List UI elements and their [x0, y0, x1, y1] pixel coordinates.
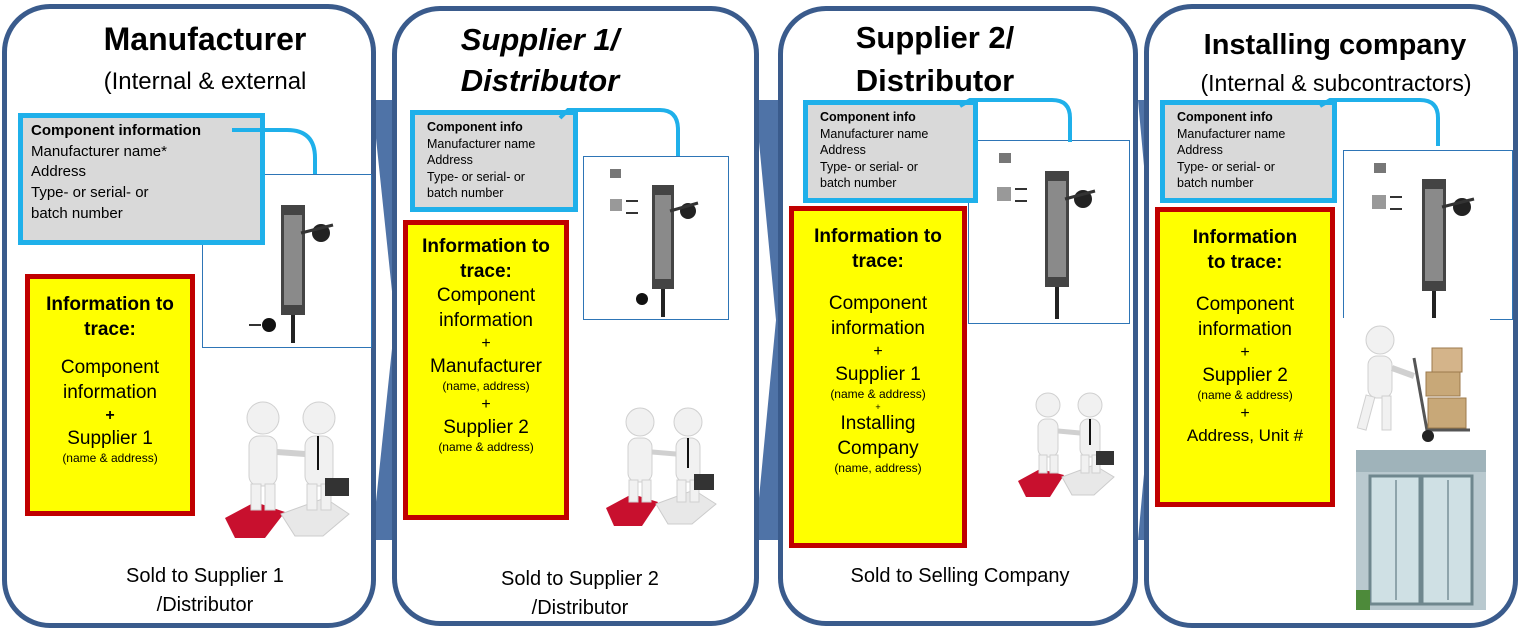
sold-line: Sold to Supplier 2	[501, 568, 659, 590]
info-connector-line	[958, 98, 1072, 142]
trace-line: (name, address)	[442, 379, 530, 394]
sold-line: /Distributor	[531, 597, 629, 619]
trace-line: (name & address)	[438, 440, 534, 455]
trace-line: information	[831, 318, 925, 340]
trace-heading: Information to trace:	[46, 294, 174, 340]
info-line: Manufacturer name*	[31, 142, 167, 160]
trace-line: +	[875, 401, 881, 412]
lock-mechanism-icon	[997, 153, 1096, 319]
info-line: batch number	[31, 204, 123, 222]
lock-mechanism-icon	[610, 169, 699, 317]
info-line: Address	[820, 143, 866, 157]
component-image-frame	[583, 156, 729, 320]
info-line: Manufacturer name	[1177, 126, 1286, 141]
trace-line: Supplier 1	[67, 427, 153, 449]
trace-info-box: Information to trace: Component informat…	[1155, 207, 1335, 507]
trace-line: +	[481, 395, 491, 413]
handshake-figures-icon	[606, 407, 717, 526]
trace-line: Component	[436, 285, 536, 307]
info-line: Manufacturer name	[427, 136, 536, 151]
panel-title: Supplier 1/ Distributor	[460, 22, 620, 98]
lock-mechanism-icon	[1372, 163, 1475, 319]
delivery-figure-icon	[1340, 318, 1490, 448]
handshake-figures-icon	[225, 401, 350, 538]
trace-line: (name & address)	[62, 451, 158, 466]
component-info-heading: Component info	[1177, 110, 1273, 124]
lock-mechanism-icon	[233, 185, 334, 343]
info-line: batch number	[427, 186, 504, 200]
info-line: Type- or serial- or	[427, 169, 525, 184]
trace-line: Installing	[840, 412, 916, 434]
sold-to-text: Sold to Supplier 2 /Distributor	[425, 565, 735, 623]
flow-arrow-1	[372, 100, 398, 540]
trace-line: Supplier 1	[835, 363, 921, 385]
component-info-heading: Component information	[31, 122, 201, 139]
info-line: batch number	[820, 176, 897, 190]
trace-line: Component	[1195, 294, 1295, 316]
trace-line: Manufacturer	[430, 355, 542, 377]
trace-info-box: Information to trace: Component informat…	[25, 274, 195, 516]
handshake-figures-icon	[1018, 392, 1115, 497]
trace-line: information	[1198, 319, 1292, 341]
trace-line: Component	[828, 293, 928, 315]
info-connector-line	[558, 108, 680, 156]
trace-heading: Information to trace:	[814, 226, 942, 272]
trace-line: Company	[837, 437, 919, 459]
component-info-heading: Component info	[427, 120, 523, 134]
info-line: Address	[427, 153, 473, 167]
trace-info-box: Information to trace: Component informat…	[789, 206, 967, 548]
trace-line: information	[439, 310, 533, 332]
trace-line: Supplier 2	[443, 416, 529, 438]
component-info-box: Component info Manufacturer name Address…	[1160, 100, 1337, 203]
trace-line: +	[1240, 404, 1250, 422]
panel-subtitle: (Internal & subcontractors)	[1200, 70, 1472, 96]
flow-arrow-2	[755, 100, 778, 540]
info-line: Type- or serial- or	[820, 159, 918, 174]
trace-line: (name & address)	[1197, 388, 1293, 403]
panel-subtitle: (Internal & external	[103, 68, 307, 95]
info-line: Type- or serial- or	[31, 184, 149, 202]
component-info-box: Component information Manufacturer name*…	[18, 113, 265, 245]
component-info-box: Component info Manufacturer name Address…	[410, 110, 578, 212]
info-connector-line	[1318, 98, 1440, 146]
info-line: Address	[31, 163, 87, 181]
trace-info-box: Information to trace: Component informat…	[403, 220, 569, 520]
panel-title: Manufacturer	[103, 21, 307, 57]
trace-line: +	[1240, 343, 1250, 361]
trace-line: information	[63, 382, 157, 404]
trace-line: +	[105, 406, 115, 424]
info-line: Type- or serial- or	[1177, 159, 1275, 174]
component-image-frame	[968, 140, 1130, 324]
trace-line: Component	[60, 357, 160, 379]
trace-line: Address, Unit #	[1186, 425, 1304, 445]
sold-line: Sold to Selling Company	[850, 565, 1070, 587]
panel-title: Installing company	[1203, 29, 1467, 61]
sold-to-text: Sold to Supplier 1 /Distributor	[40, 562, 370, 620]
info-line: Manufacturer name	[820, 126, 929, 141]
trace-heading: Information to trace:	[1192, 227, 1298, 273]
trace-heading: Information to trace:	[422, 236, 550, 282]
trace-line: +	[481, 334, 491, 352]
trace-line: (name, address)	[834, 461, 922, 476]
component-info-box: Component info Manufacturer name Address…	[803, 100, 978, 203]
trace-line: (name & address)	[830, 387, 926, 402]
sold-line: Sold to Supplier 1	[126, 565, 284, 587]
sold-to-text: Sold to Selling Company	[800, 562, 1120, 591]
trace-line: Supplier 2	[1202, 364, 1288, 386]
info-line: Address	[1177, 143, 1223, 157]
trace-line: +	[873, 342, 883, 360]
info-line: batch number	[1177, 176, 1254, 190]
component-image-frame	[1343, 150, 1513, 320]
elevator-door-icon	[1356, 450, 1486, 610]
sold-line: /Distributor	[156, 594, 254, 616]
component-info-heading: Component info	[820, 110, 916, 124]
info-connector-line	[232, 128, 317, 174]
panel-title: Supplier 2/ Distributor	[855, 20, 1015, 99]
